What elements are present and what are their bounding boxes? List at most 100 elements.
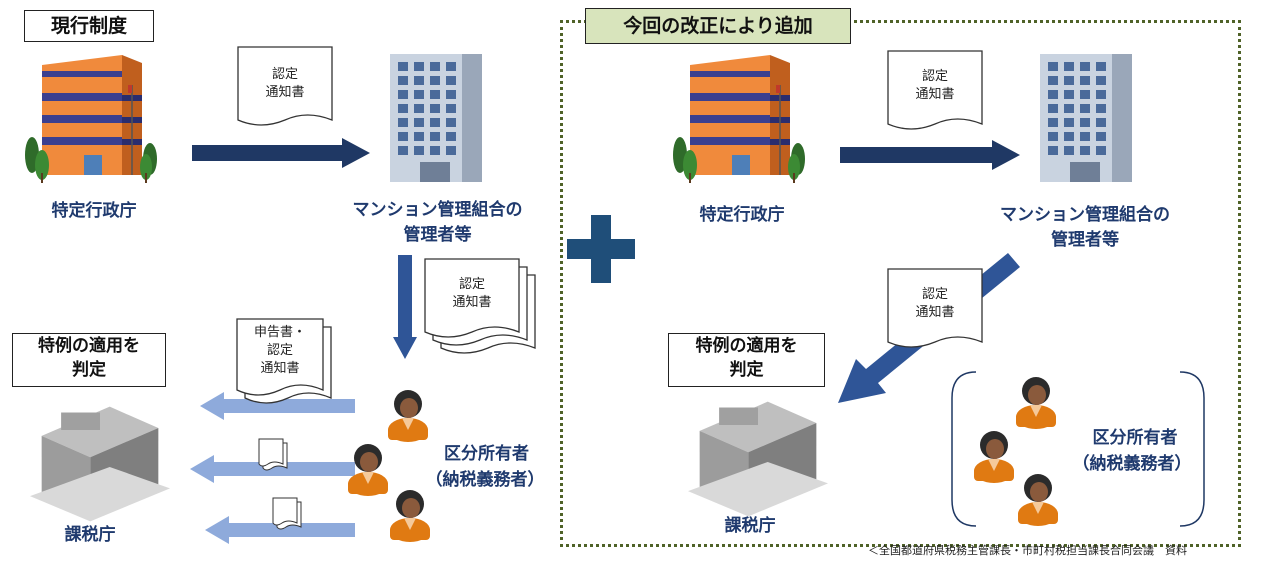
tower-window bbox=[414, 118, 424, 127]
tower-window bbox=[1064, 132, 1074, 141]
tower-window bbox=[430, 132, 440, 141]
tax-office-label: 課税庁 bbox=[64, 525, 116, 545]
owner-person-icon bbox=[974, 431, 1014, 483]
doc-gov-line2: 通知書 bbox=[265, 85, 305, 100]
arrow-gov-to-manager bbox=[840, 140, 1020, 170]
doc-owner-line1: 申告書・ bbox=[253, 325, 306, 340]
tower-window bbox=[1080, 104, 1090, 113]
tower-window bbox=[1048, 76, 1058, 85]
section-label-added: 今回の改正により追加 bbox=[585, 8, 851, 44]
tower-window bbox=[414, 132, 424, 141]
tower-window bbox=[1096, 62, 1106, 71]
tower-window bbox=[1064, 76, 1074, 85]
arrow-gov-to-manager bbox=[192, 138, 370, 168]
tax-office-label: 課税庁 bbox=[724, 516, 776, 536]
owner-person-icon bbox=[348, 444, 388, 496]
arrow-owner-to-tax-1 bbox=[200, 392, 355, 420]
manager-label-line2: 管理者等 bbox=[1051, 230, 1119, 250]
tower-window bbox=[1080, 62, 1090, 71]
tower-window bbox=[446, 90, 456, 99]
tower-window bbox=[1096, 104, 1106, 113]
tower-window bbox=[414, 146, 424, 155]
tower-window bbox=[1080, 76, 1090, 85]
judgment-line1: 特例の適用を bbox=[695, 336, 798, 356]
owner-person-icon bbox=[390, 490, 430, 542]
doc-gov-line1: 認定 bbox=[271, 67, 298, 82]
tower-window bbox=[430, 90, 440, 99]
judgment-box: 特例の適用を 判定 bbox=[668, 333, 825, 387]
manager-label-line2: 管理者等 bbox=[403, 225, 472, 245]
certificate-document-icon bbox=[887, 50, 983, 130]
gov-office-label: 特定行政庁 bbox=[699, 205, 785, 225]
tower-window bbox=[1064, 118, 1074, 127]
tower-window bbox=[446, 104, 456, 113]
tower-window bbox=[398, 146, 408, 155]
tower-window bbox=[430, 118, 440, 127]
tower-window bbox=[398, 76, 408, 85]
tower-window bbox=[446, 62, 456, 71]
small-document-icon bbox=[258, 438, 288, 471]
tower-window bbox=[1048, 146, 1058, 155]
owner-label-line1: 区分所有者 bbox=[1092, 428, 1178, 448]
tower-window bbox=[1048, 62, 1058, 71]
tower-window bbox=[1096, 90, 1106, 99]
added-section-frame bbox=[560, 20, 1241, 547]
doc-mgr-line1: 認定 bbox=[921, 287, 948, 302]
condo-building-icon bbox=[390, 54, 482, 182]
tower-window bbox=[414, 62, 424, 71]
certificate-document-icon bbox=[887, 268, 983, 348]
tower-window bbox=[430, 146, 440, 155]
tower-window bbox=[1096, 132, 1106, 141]
tower-window bbox=[1048, 90, 1058, 99]
tower-window bbox=[1080, 118, 1090, 127]
tower-window bbox=[1048, 118, 1058, 127]
manager-label-line1: マンション管理組合の bbox=[352, 200, 523, 220]
doc-mgr-line2: 通知書 bbox=[452, 295, 492, 310]
owner-label-line2: （納税義務者） bbox=[425, 470, 545, 490]
tower-window bbox=[1096, 118, 1106, 127]
certificate-document-icon bbox=[237, 46, 333, 126]
tower-window bbox=[398, 62, 408, 71]
tower-window bbox=[398, 132, 408, 141]
manager-label-line1: マンション管理組合の bbox=[1000, 205, 1170, 225]
arrow-manager-to-owners bbox=[393, 255, 417, 359]
arrow-owner-to-tax-3 bbox=[205, 516, 355, 544]
tower-window bbox=[414, 76, 424, 85]
judgment-line2: 判定 bbox=[72, 360, 106, 380]
tower-window bbox=[446, 76, 456, 85]
tower-window bbox=[430, 62, 440, 71]
section-label-current: 現行制度 bbox=[24, 10, 154, 42]
tax-office-building-icon bbox=[30, 406, 170, 522]
doc-gov-line1: 認定 bbox=[921, 69, 948, 84]
tower-window bbox=[1048, 132, 1058, 141]
tower-window bbox=[1048, 104, 1058, 113]
tower-window bbox=[430, 76, 440, 85]
tower-window bbox=[430, 104, 440, 113]
doc-mgr-line1: 認定 bbox=[458, 277, 485, 292]
tower-window bbox=[414, 90, 424, 99]
doc-owner-line2: 認定 bbox=[266, 343, 293, 358]
tax-office-building-icon bbox=[688, 401, 828, 517]
tower-window bbox=[1080, 90, 1090, 99]
tower-window bbox=[1064, 90, 1074, 99]
gov-office-label: 特定行政庁 bbox=[51, 201, 137, 221]
judgment-line2: 判定 bbox=[729, 360, 764, 380]
tower-window bbox=[1096, 146, 1106, 155]
tower-window bbox=[1096, 76, 1106, 85]
tower-window bbox=[414, 104, 424, 113]
owner-person-icon bbox=[1018, 474, 1058, 526]
doc-owner-line3: 通知書 bbox=[260, 361, 300, 376]
tower-window bbox=[1064, 146, 1074, 155]
tower-window bbox=[1064, 104, 1074, 113]
judgment-line1: 特例の適用を bbox=[38, 336, 140, 356]
tower-window bbox=[398, 90, 408, 99]
tower-window bbox=[446, 146, 456, 155]
tower-window bbox=[398, 118, 408, 127]
plus-icon bbox=[567, 215, 635, 283]
government-building-icon bbox=[672, 54, 806, 184]
tower-window bbox=[1080, 132, 1090, 141]
owner-label-line1: 区分所有者 bbox=[444, 444, 529, 464]
tower-window bbox=[1064, 62, 1074, 71]
judgment-box: 特例の適用を 判定 bbox=[12, 333, 166, 387]
declaration-document-icon bbox=[236, 318, 332, 404]
